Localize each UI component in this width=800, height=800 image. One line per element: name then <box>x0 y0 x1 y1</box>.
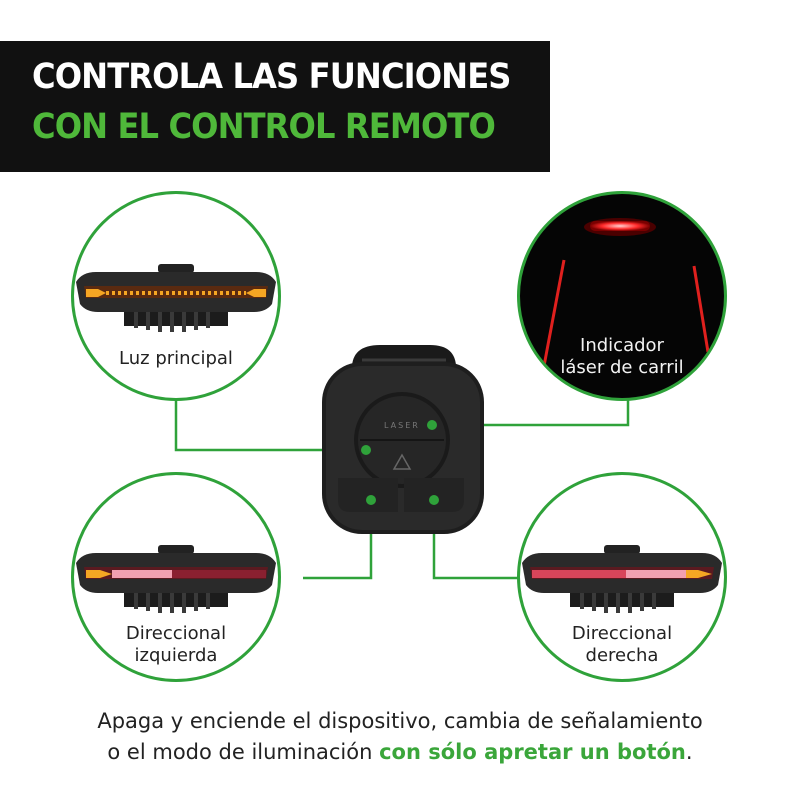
feature-main-light: Luz principal <box>71 191 281 401</box>
caption-line-2: o el modo de iluminación con sólo apreta… <box>0 737 800 768</box>
title-banner: CONTROLA LAS FUNCIONES CON EL CONTROL RE… <box>0 41 550 172</box>
taillight-amber-icon <box>76 264 276 332</box>
taillight-left-signal-icon <box>76 545 276 613</box>
main-light-label: Luz principal <box>119 348 233 369</box>
right-signal-label-line-1: Direccional <box>571 623 673 644</box>
caption: Apaga y enciende el dispositivo, cambia … <box>0 706 800 768</box>
caption-line-1: Apaga y enciende el dispositivo, cambia … <box>97 709 703 733</box>
laser-lane-icon <box>542 218 710 367</box>
left-signal-label-line-1: Direccional <box>125 623 227 644</box>
caption-line-2-end: . <box>685 740 693 764</box>
laser-label-line-2: láser de carril <box>560 357 684 378</box>
laser-button-label: LASER <box>384 421 420 430</box>
taillight-right-signal-icon <box>522 545 722 613</box>
right-signal-button[interactable] <box>404 478 464 512</box>
laser-label-line-1: Indicador <box>580 335 664 356</box>
title-line-2: CON EL CONTROL REMOTO <box>32 107 496 147</box>
feature-right-signal: Direccional derecha <box>517 472 727 682</box>
caption-line-2-plain: o el modo de iluminación <box>107 740 380 764</box>
left-signal-button[interactable] <box>338 478 398 512</box>
feature-laser: Indicador láser de carril <box>517 191 727 401</box>
main-light-button[interactable] <box>370 442 434 476</box>
title-line-1: CONTROLA LAS FUNCIONES <box>32 57 511 97</box>
right-signal-label-line-2: derecha <box>585 645 659 666</box>
caption-highlight: con sólo apretar un botón <box>379 740 686 764</box>
feature-left-signal: Direccional izquierda <box>71 472 281 682</box>
left-signal-label-line-2: izquierda <box>134 645 218 666</box>
